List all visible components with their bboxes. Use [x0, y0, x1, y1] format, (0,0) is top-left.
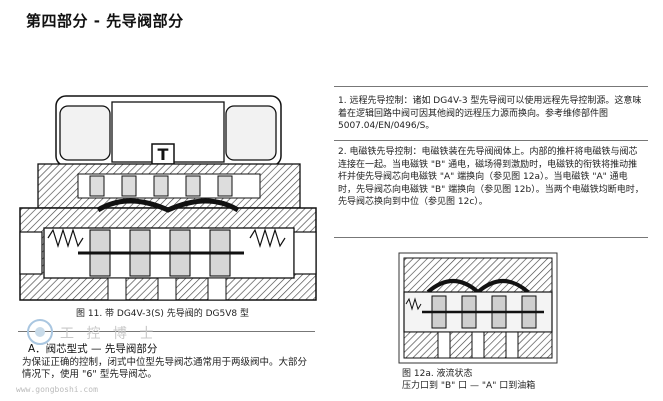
svg-text:工 控 博 士: 工 控 博 士 — [60, 325, 157, 342]
right-bottom-rule — [334, 237, 648, 238]
watermark-url: www.gongboshi.com — [16, 385, 98, 394]
solenoid-pilot-paragraph: 2. 电磁铁先导控制：电磁铁装在先导阀阀体上。内部的推杆将电磁铁与阀芯连接在一起… — [338, 147, 644, 207]
watermark-logo: 工 控 博 士 — [27, 319, 157, 345]
figure-12a-pilot-valve — [398, 252, 558, 364]
right-top-rule — [334, 86, 648, 87]
figure-11-caption: 图 11. 带 DG4V-3(S) 先导阀的 DG5V8 型 — [76, 309, 249, 319]
svg-text:T: T — [158, 145, 169, 164]
figure-12a-caption-line1: 图 12a. 液流状态 — [402, 369, 473, 379]
remote-pilot-paragraph: 1. 远程先导控制：诸如 DG4V-3 型先导阀可以使用远程先导控制源。这意味着… — [338, 96, 642, 131]
figure-11-valve-cross-section: T — [19, 95, 317, 301]
page-title: 第四部分 - 先导阀部分 — [26, 12, 184, 30]
right-mid-rule — [334, 140, 648, 141]
section-a-body: 为保证正确的控制，闭式中位型先导阀芯通常用于两级阀中。大部分情况下，使用 "6"… — [22, 357, 308, 380]
figure-12a-caption: 图 12a. 液流状态 压力口到 "B" 口 — "A" 口到油箱 — [402, 368, 535, 392]
figure-12a-caption-line2: 压力口到 "B" 口 — "A" 口到油箱 — [402, 381, 536, 391]
left-caption-rule — [18, 331, 315, 332]
section-a-title: A．阀芯型式 — 先导阀部分 — [28, 343, 158, 355]
